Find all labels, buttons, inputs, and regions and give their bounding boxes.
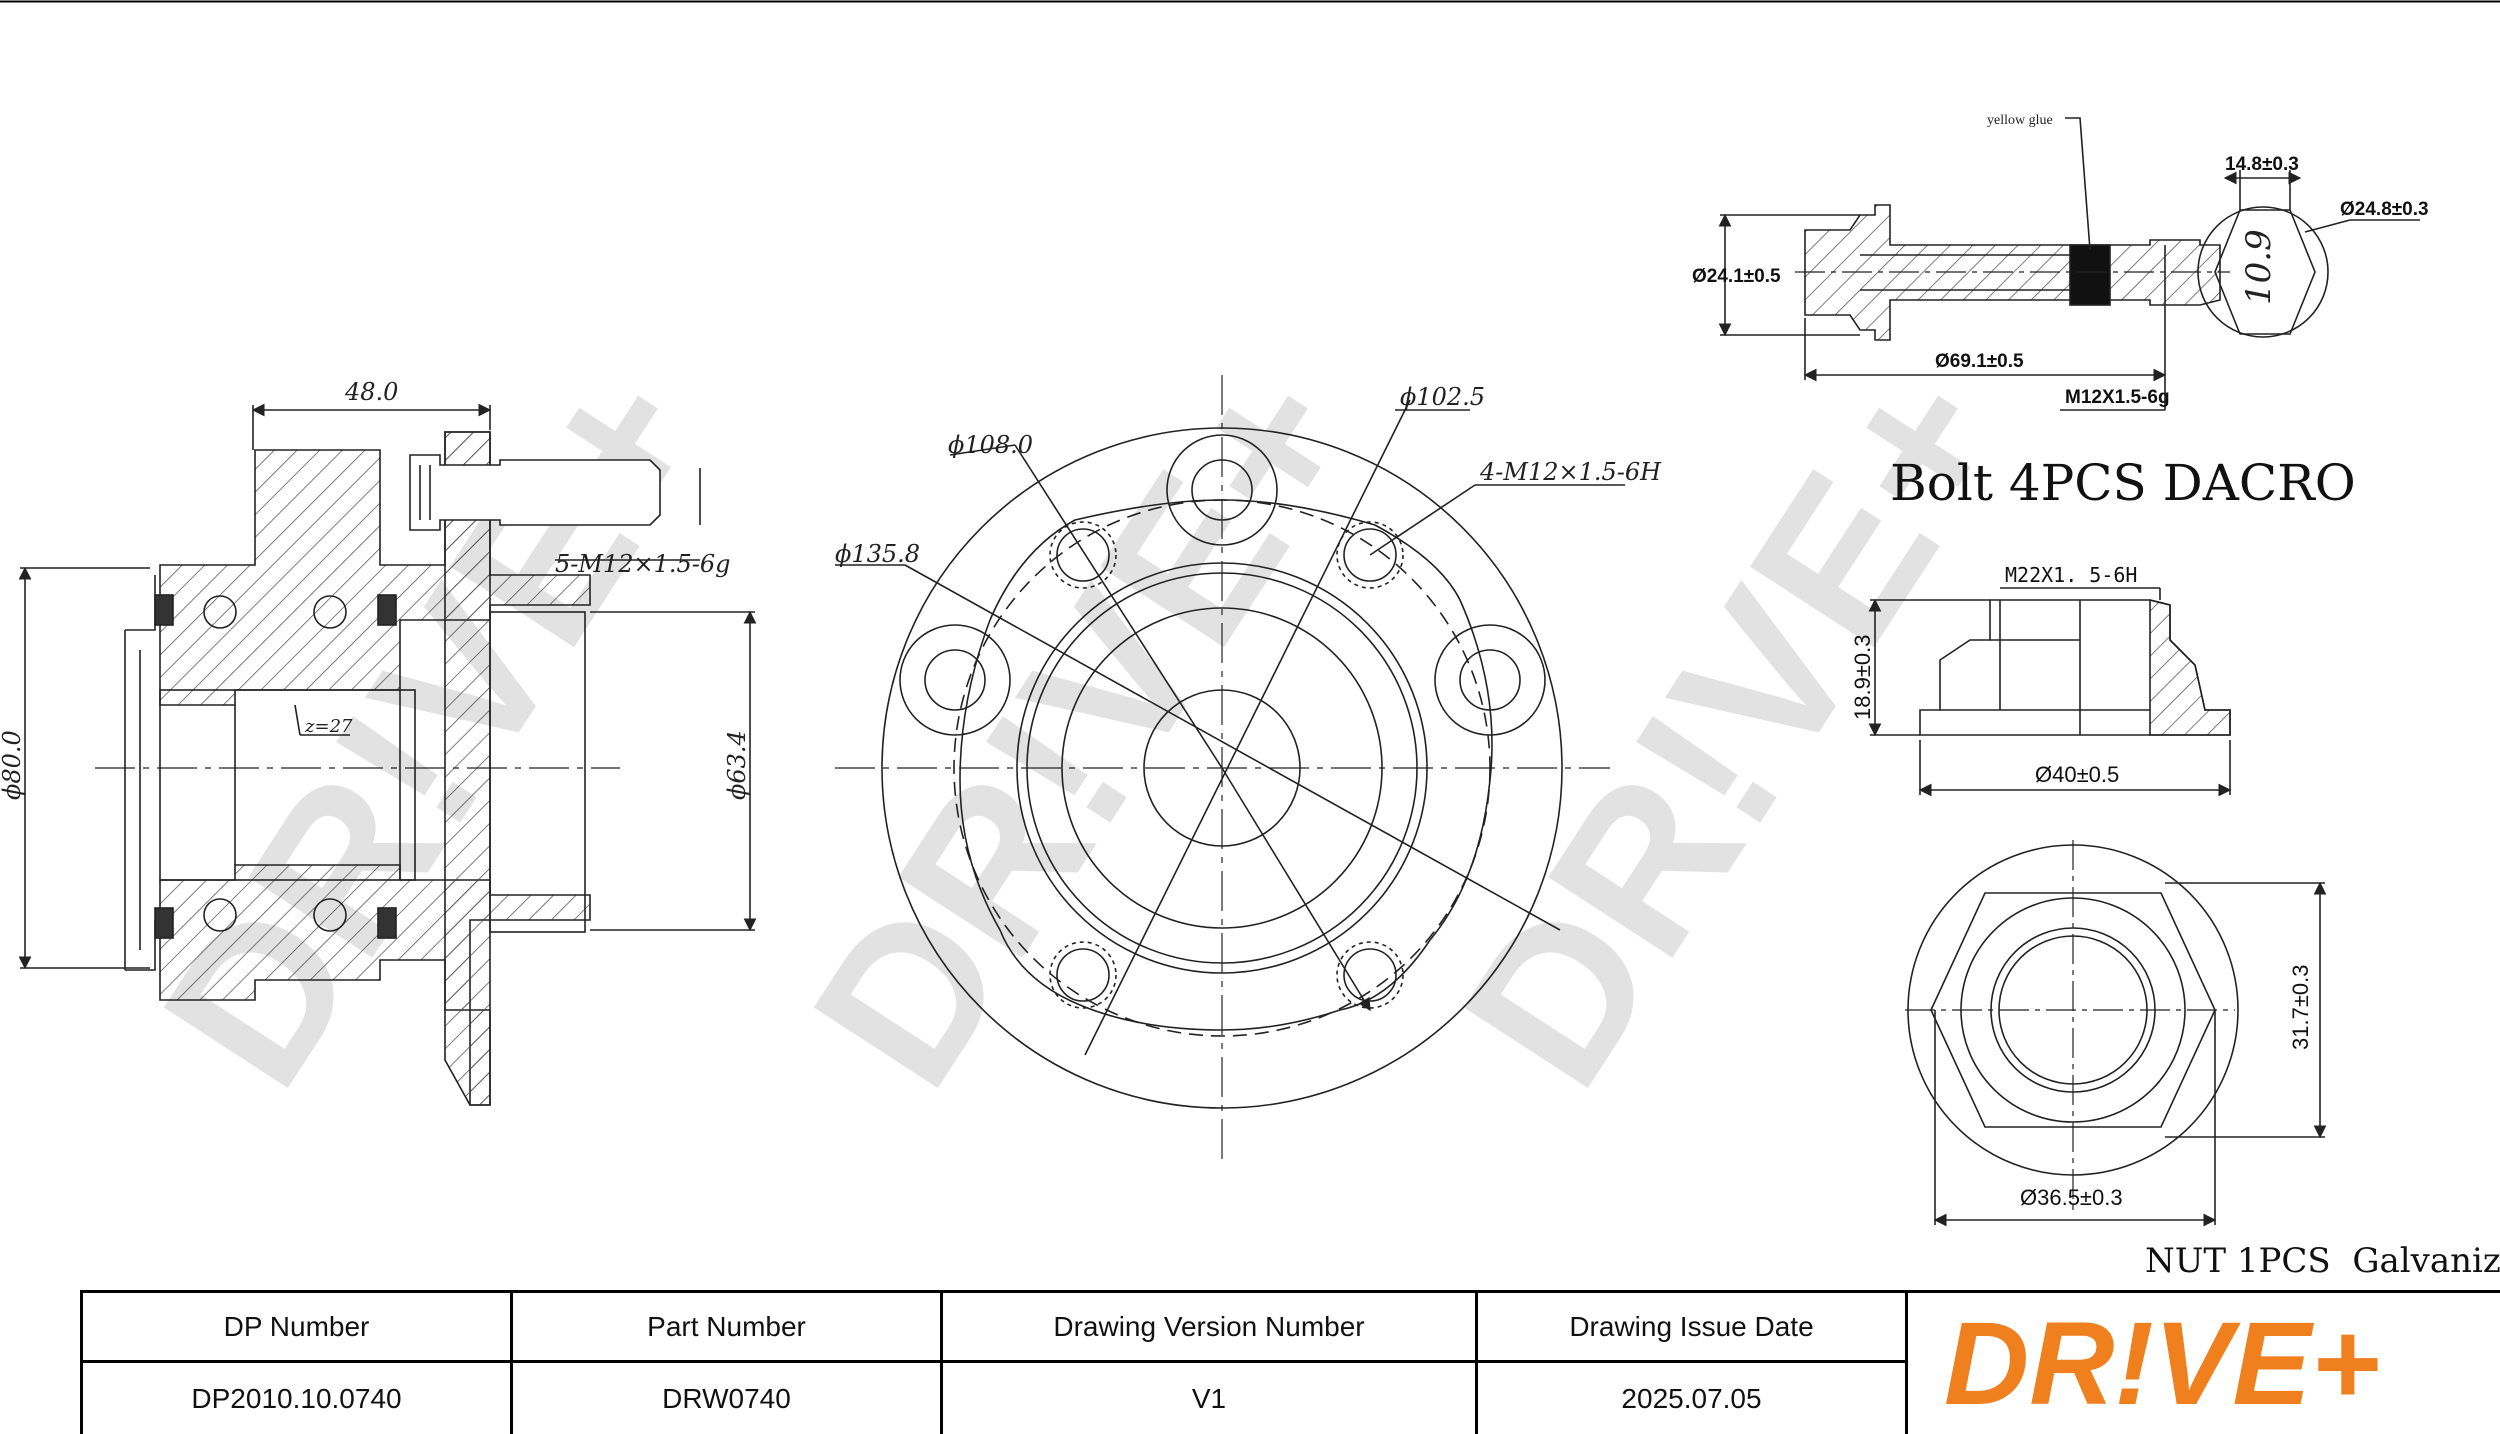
bolt-end-view — [2197, 206, 2329, 338]
bolt-yellow-glue — [2069, 244, 2111, 306]
title-col-version: Drawing Version Number V1 — [943, 1293, 1478, 1434]
title-value-version: V1 — [1191, 1382, 1227, 1414]
brand-logo: DR!VE+ — [1944, 1304, 2380, 1424]
dim-nut-across-flats: 31.7±0.3 — [2288, 965, 2313, 1050]
watermark-text-1: DR!VE+ — [116, 327, 751, 1125]
bolt-hole — [1056, 948, 1110, 1002]
dim-nut-flange-dia: Ø40±0.5 — [2035, 762, 2119, 787]
title-header-issue-date: Drawing Issue Date — [1478, 1293, 1905, 1363]
dim-nut-outer-dia: Ø36.5±0.3 — [2020, 1185, 2123, 1210]
dim-bolt-thread: M12X1.5-6g — [2065, 387, 2170, 408]
hub-bore — [159, 689, 416, 881]
bolt-hole — [1343, 948, 1397, 1002]
wheel-stud — [409, 454, 661, 531]
dim-nut-height: 18.9±0.3 — [1850, 635, 1875, 720]
title-col-issue-date: Drawing Issue Date 2025.07.05 — [1478, 1293, 1908, 1434]
dim-bolt-flange-dia: Ø24.8±0.3 — [2340, 199, 2429, 220]
stud-lobe — [899, 624, 1011, 736]
brand-logo-text: DR!VE+ — [1944, 1304, 2380, 1424]
bearing-ball — [313, 898, 347, 932]
watermark-group: DR!VE+ DR!VE+ DR!VE+ — [116, 327, 2051, 1125]
bolt-hole — [1056, 528, 1110, 582]
nut-note: NUT 1PCS Galvanized — [2145, 1241, 2500, 1281]
watermark-text-3: DR!VE+ — [1416, 327, 2051, 1125]
dim-front-holes: 4-M12×1.5-6H — [1479, 458, 1662, 486]
dim-stud-thread: 5-M12×1.5-6g — [555, 550, 731, 578]
hub-section-view — [18, 403, 757, 1106]
bolt-head-mark: 10.9 — [2239, 229, 2279, 305]
hub-front-view — [835, 375, 1625, 1160]
title-value-issue-date: 2025.07.05 — [1621, 1382, 1762, 1414]
dim-bolt-glue: yellow glue — [1987, 113, 2053, 128]
nut-flange-circle — [1907, 844, 2239, 1176]
hub-outer-ring — [881, 427, 1563, 1109]
title-value-part-number: DRW0740 — [662, 1382, 791, 1414]
dim-teeth: z=27 — [304, 716, 353, 737]
title-col-dp-number: DP Number DP2010.10.0740 — [83, 1293, 513, 1434]
title-header-part-number: Part Number — [513, 1293, 940, 1363]
dim-front-d3: ϕ135.8 — [835, 540, 920, 568]
nut-side-view — [1868, 587, 2232, 797]
dim-hub-width: 48.0 — [344, 378, 398, 406]
bolt-hole — [1343, 528, 1397, 582]
title-col-part-number: Part Number DRW0740 — [513, 1293, 943, 1434]
brand-logo-cell: DR!VE+ — [1908, 1293, 2500, 1434]
dim-outer-dia: ϕ80.0 — [0, 730, 26, 800]
bearing-ball — [203, 595, 237, 629]
title-header-dp-number: DP Number — [83, 1293, 510, 1363]
dim-bolt-length: Ø69.1±0.5 — [1935, 351, 2024, 372]
dim-nut-thread: M22X1. 5-6H — [2005, 563, 2137, 587]
stud-lobe — [1434, 624, 1546, 736]
dim-inner-dia: ϕ63.4 — [723, 730, 751, 800]
nut-hex — [1930, 892, 2216, 1128]
nut-bore — [1990, 927, 2156, 1093]
dim-bolt-head-width: 14.8±0.3 — [2225, 154, 2299, 175]
title-block: DP Number DP2010.10.0740 Part Number DRW… — [80, 1290, 2500, 1434]
hub-flange-outline — [959, 499, 1493, 1031]
bolt-drawing — [1718, 117, 2420, 411]
dim-front-d2: ϕ102.5 — [1400, 383, 1485, 411]
outer-housing — [489, 611, 586, 933]
watermark-text-2: DR!VE+ — [766, 327, 1401, 1125]
bolt-note: Bolt 4PCS DACRO — [1890, 454, 2356, 512]
dim-bolt-head-dia: Ø24.1±0.5 — [1692, 266, 1781, 287]
dim-front-d1: ϕ108.0 — [948, 431, 1033, 459]
bearing-ball — [313, 595, 347, 629]
title-value-dp-number: DP2010.10.0740 — [191, 1382, 402, 1414]
hub-center-bore — [1143, 689, 1301, 847]
title-header-version: Drawing Version Number — [943, 1293, 1475, 1363]
stud-lobe — [1166, 434, 1278, 546]
bearing-ball — [203, 898, 237, 932]
nut-front-view — [1905, 840, 2327, 1227]
